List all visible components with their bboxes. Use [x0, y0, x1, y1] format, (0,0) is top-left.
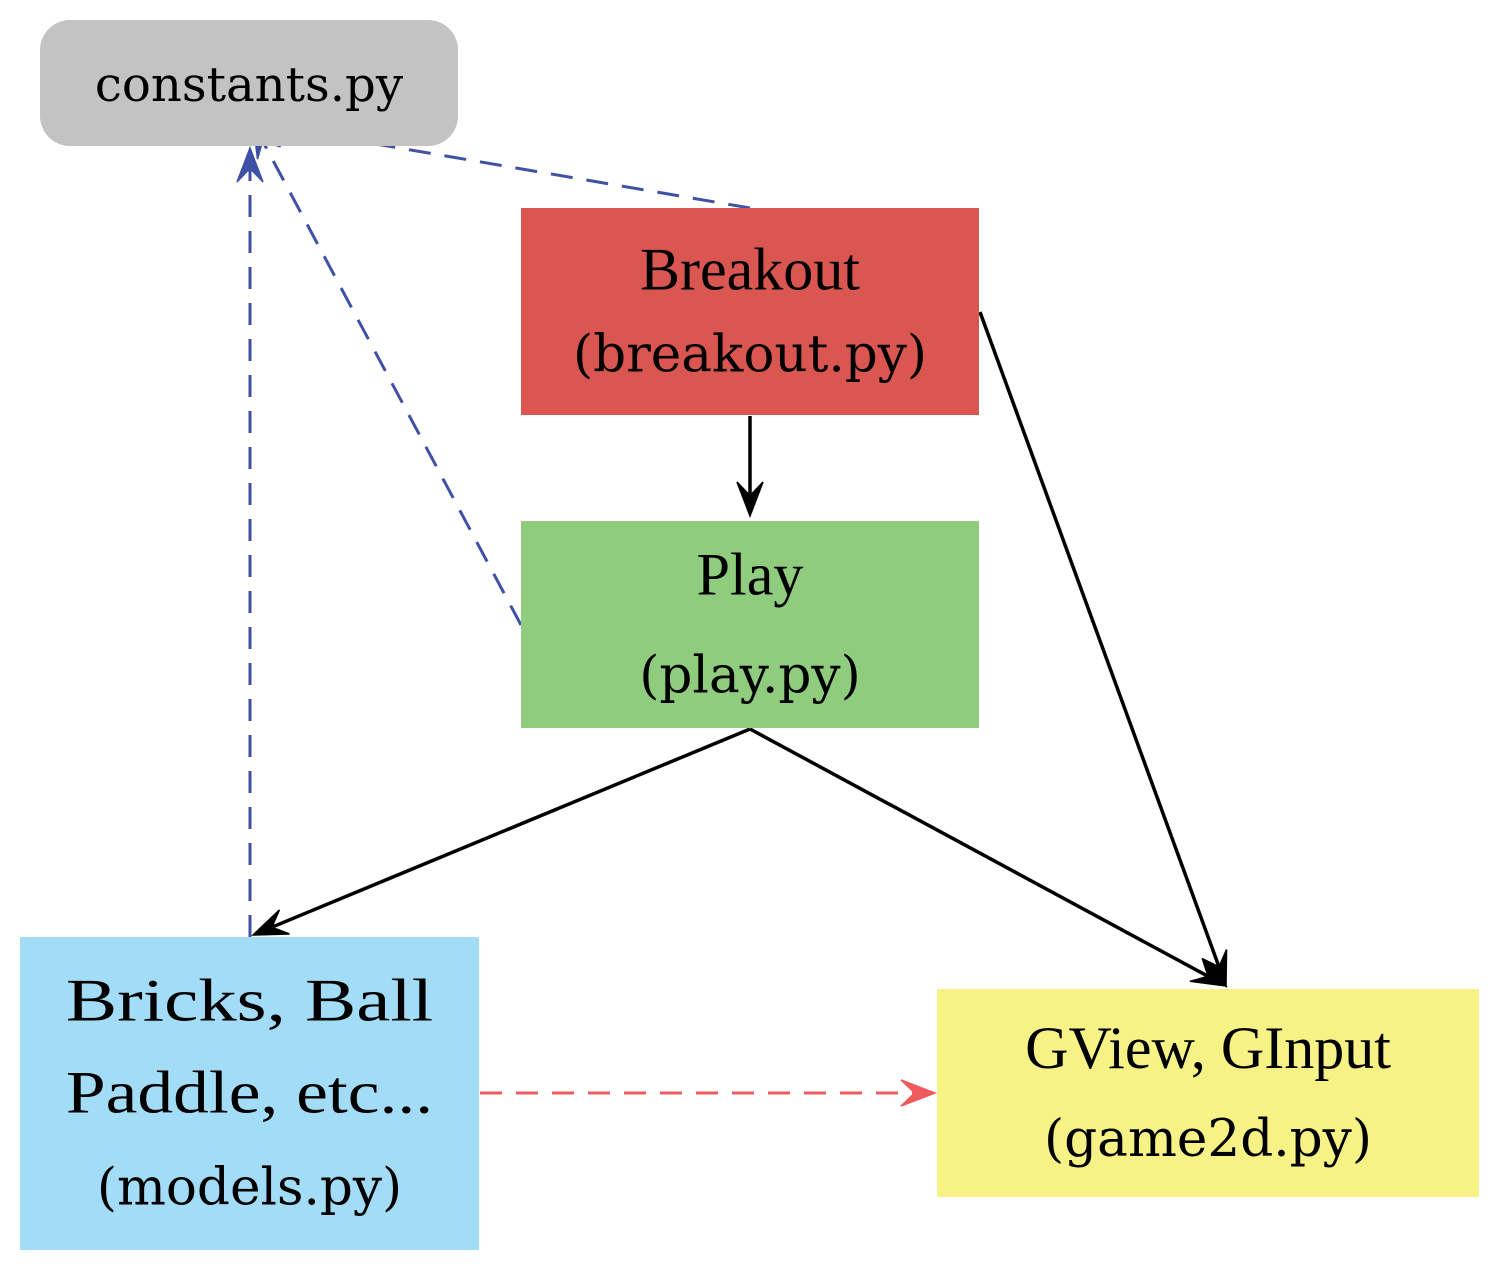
edge-line — [978, 311, 1221, 968]
node-breakout[interactable]: Breakout (breakout.py) — [521, 208, 979, 415]
edge-models-to-game2d — [480, 1079, 938, 1107]
arrowhead-icon — [736, 481, 764, 519]
edge-play-to-constants — [252, 121, 523, 626]
node-box — [40, 20, 458, 146]
arrowhead-icon — [900, 1079, 938, 1107]
node-filename: constants.py — [95, 57, 404, 113]
node-box — [521, 208, 979, 415]
edge-models-to-constants — [236, 145, 264, 937]
node-label: Breakout — [640, 237, 860, 303]
node-filename: (game2d.py) — [1044, 1109, 1372, 1169]
node-filename: (play.py) — [639, 646, 860, 706]
node-game2d[interactable]: GView, GInput (game2d.py) — [937, 989, 1479, 1197]
arrowhead-icon — [1189, 957, 1228, 987]
edge-line — [749, 727, 1209, 978]
edge-play-to-models — [251, 727, 751, 936]
edge-line — [261, 140, 523, 626]
node-label: Play — [697, 542, 804, 608]
arrowhead-icon — [251, 909, 290, 936]
node-box — [521, 521, 979, 728]
edge-breakout-to-game2d — [978, 311, 1228, 988]
node-constants[interactable]: constants.py — [40, 20, 458, 146]
node-play[interactable]: Play (play.py) — [521, 521, 979, 728]
edge-play-to-game2d — [749, 727, 1228, 987]
edge-line — [271, 727, 751, 929]
node-filename: (breakout.py) — [573, 325, 927, 385]
node-label: Bricks, Ball — [66, 968, 433, 1034]
edge-breakout-to-play — [736, 416, 764, 519]
node-filename: (models.py) — [97, 1158, 402, 1218]
node-box — [20, 937, 479, 1250]
node-label: GView, GInput — [1025, 1015, 1391, 1081]
arrowhead-icon — [236, 145, 264, 183]
node-box — [937, 989, 1479, 1197]
node-label: Paddle, etc... — [66, 1060, 433, 1126]
